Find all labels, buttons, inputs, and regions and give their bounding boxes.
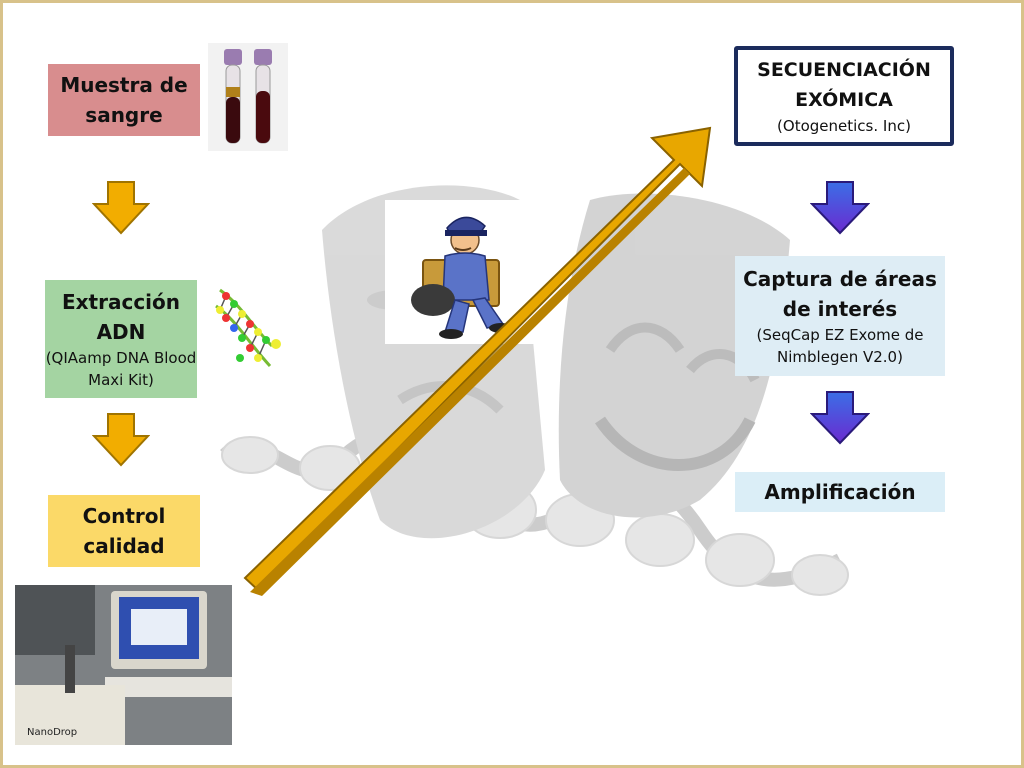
step-extraccion-subtitle: (QIAamp DNA Blood Maxi Kit) xyxy=(45,349,197,389)
dna-model-image xyxy=(215,288,281,368)
step-control-box: Control calidad xyxy=(48,495,200,567)
mail-carrier-image xyxy=(385,200,541,344)
step-extraccion-box: Extracción ADN (QIAamp DNA Blood Maxi Ki… xyxy=(45,280,197,398)
step-amplificacion-box: Amplificación xyxy=(735,472,945,512)
step-secuenciacion-title-2: EXÓMICA xyxy=(795,89,893,111)
down-arrow-icon xyxy=(810,181,870,235)
step-muestra-title: Muestra de sangre xyxy=(60,73,188,127)
nanodrop-label: NanoDrop xyxy=(27,727,77,738)
blood-tubes-image xyxy=(208,43,288,151)
nanodrop-photo: NanoDrop xyxy=(15,585,232,745)
step-control-title: Control calidad xyxy=(82,504,166,558)
step-extraccion-title: Extracción ADN xyxy=(61,290,181,344)
step-secuenciacion-box: SECUENCIACIÓN EXÓMICA (Otogenetics. Inc) xyxy=(734,46,954,146)
down-arrow-icon xyxy=(810,391,870,445)
step-muestra-box: Muestra de sangre xyxy=(48,64,200,136)
step-secuenciacion-subtitle: (Otogenetics. Inc) xyxy=(777,117,911,135)
step-captura-subtitle: (SeqCap EZ Exome de Nimblegen V2.0) xyxy=(756,326,924,366)
step-secuenciacion-title-1: SECUENCIACIÓN xyxy=(757,59,931,81)
down-arrow-icon xyxy=(92,181,150,235)
step-captura-box: Captura de áreas de interés (SeqCap EZ E… xyxy=(735,256,945,376)
down-arrow-icon xyxy=(92,413,150,467)
step-captura-title: Captura de áreas de interés xyxy=(743,267,937,321)
step-amplificacion-title: Amplificación xyxy=(764,480,916,504)
